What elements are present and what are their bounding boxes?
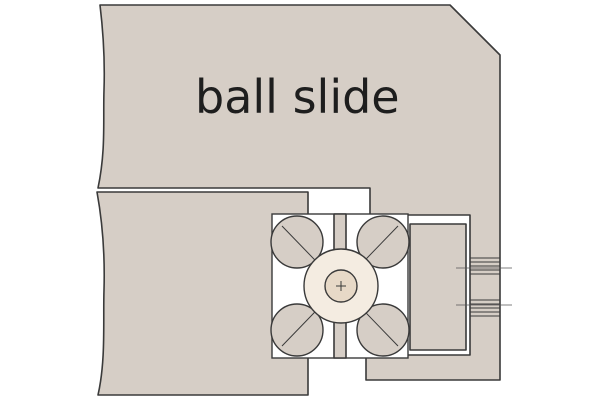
- slider-block: [409, 223, 467, 351]
- upper-housing: [97, 4, 501, 381]
- fastener-pins: [456, 257, 512, 317]
- center-crosshair: [336, 281, 346, 291]
- lower-housing: [96, 191, 309, 396]
- diagram-label: ball slide: [195, 70, 400, 124]
